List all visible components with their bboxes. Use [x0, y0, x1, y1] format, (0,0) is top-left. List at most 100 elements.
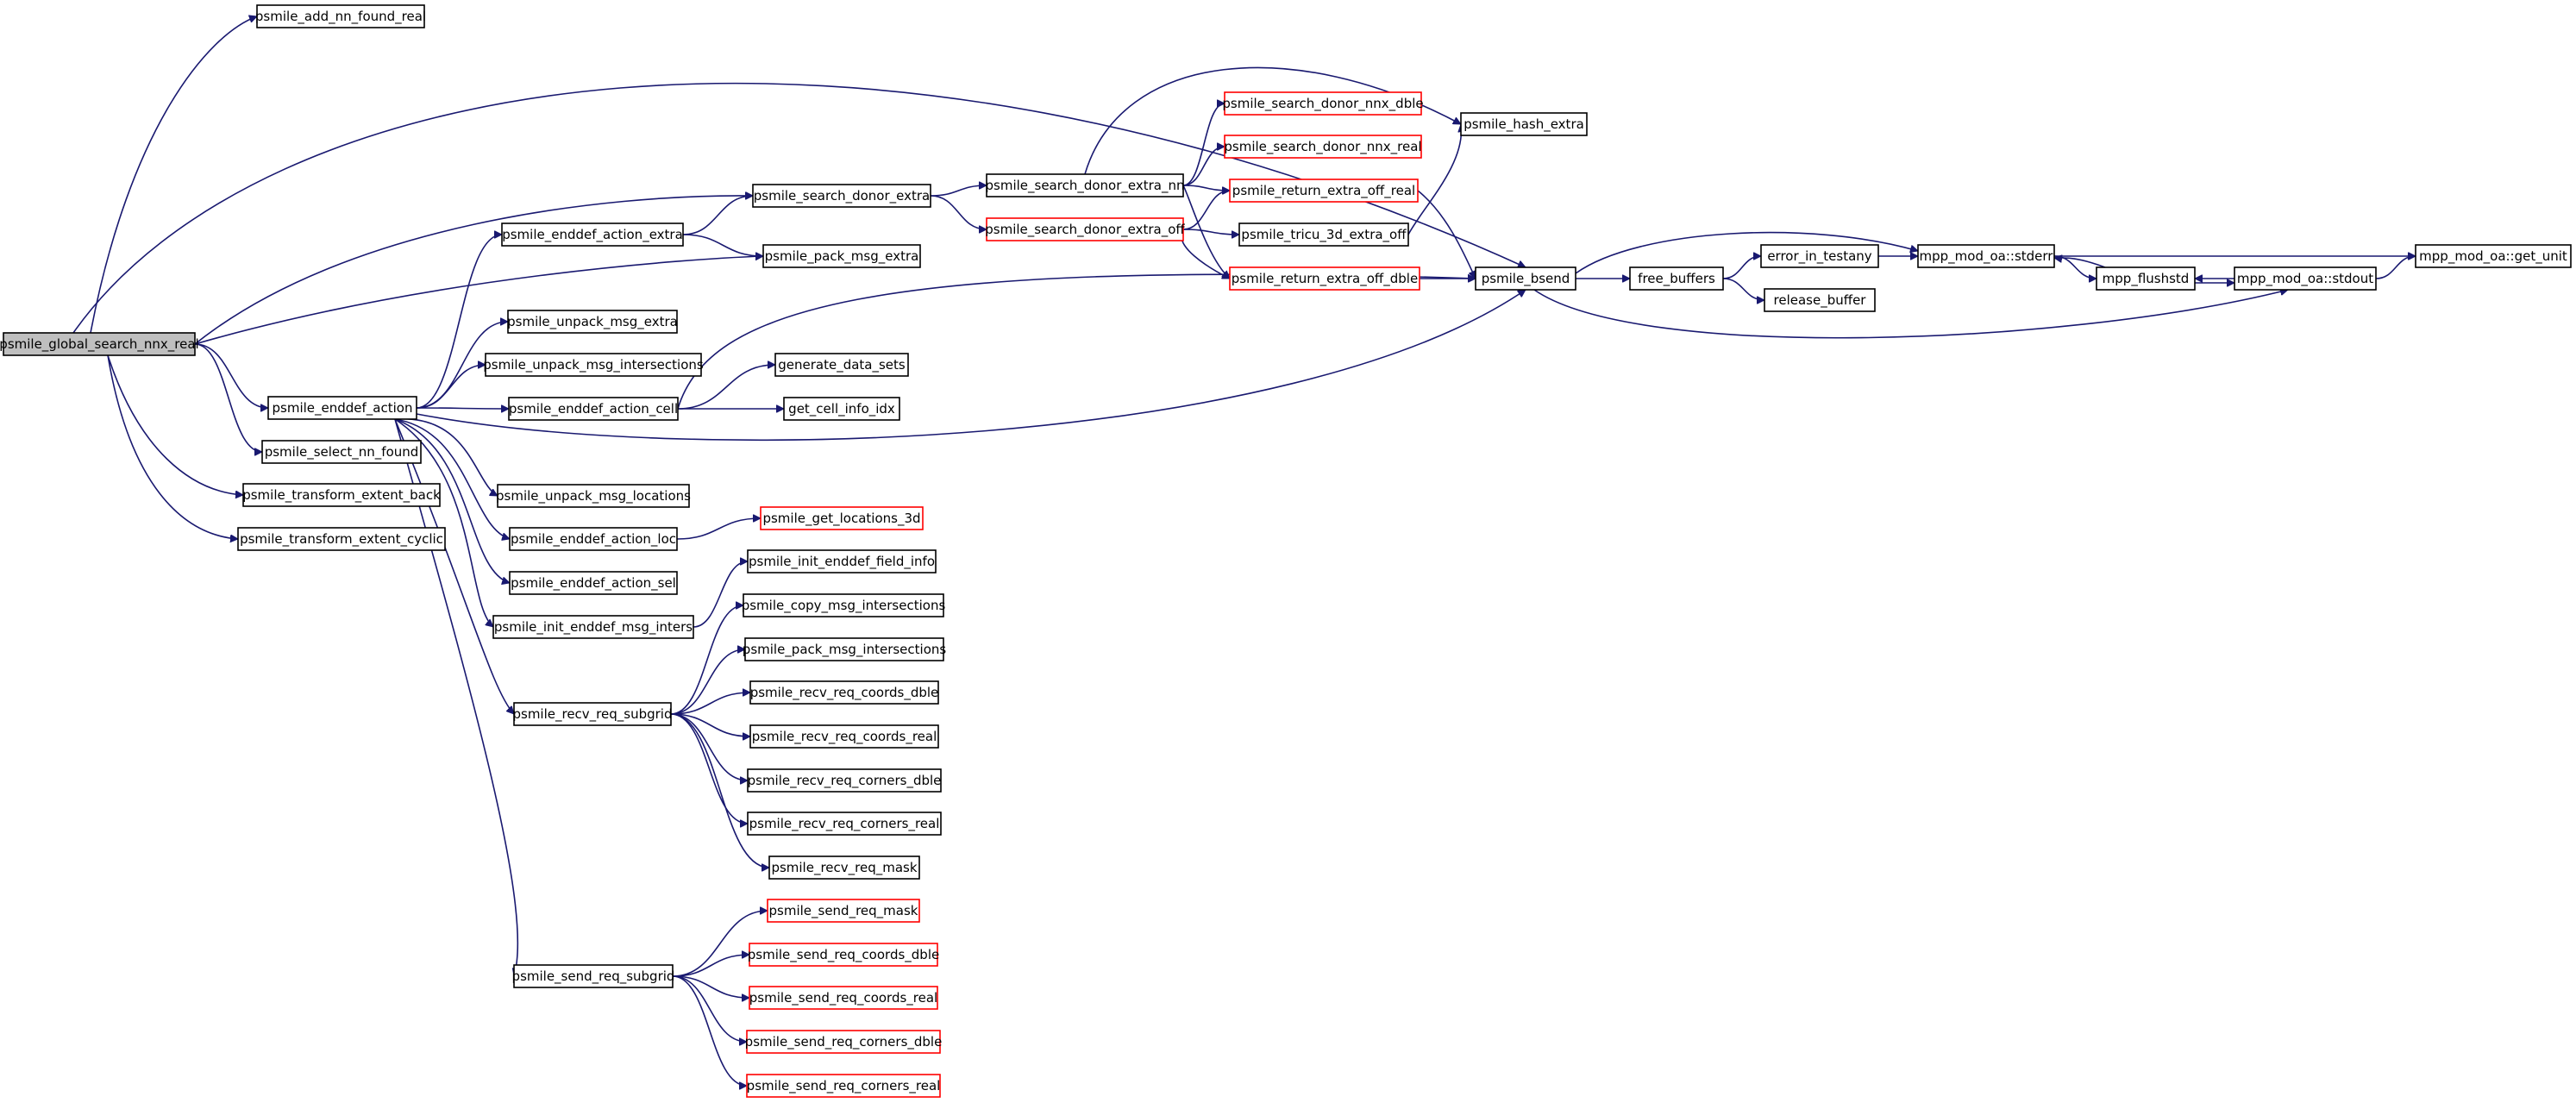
edge-send_req_subgrid-to-send_req_mask — [672, 911, 768, 977]
node-recv-req-subgrid[interactable]: psmile_recv_req_subgrid — [512, 702, 673, 726]
node-label: psmile_recv_req_coords_real — [752, 729, 937, 745]
node-search-donor-nnx-dble[interactable]: psmile_search_donor_nnx_dble — [1222, 91, 1424, 116]
node-box — [783, 397, 900, 421]
node-get-cell-info-idx[interactable]: get_cell_info_idx — [783, 397, 900, 421]
node-enddef-action-sel[interactable]: psmile_enddef_action_sel — [509, 571, 678, 595]
node-search-donor-extra[interactable]: psmile_search_donor_extra — [752, 184, 931, 208]
node-box — [1229, 179, 1419, 203]
edge-search_donor_extra_nn-to-return_extra_off_real — [1182, 185, 1230, 191]
node-box — [2096, 266, 2196, 291]
node-generate-data-sets[interactable]: generate_data_sets — [774, 353, 909, 377]
node-copy-msg-intersections[interactable]: psmile_copy_msg_intersections — [742, 593, 946, 617]
edge-enddef_action_cell-to-generate_data_sets — [677, 365, 775, 410]
node-release-buffer[interactable]: release_buffer — [1764, 288, 1876, 312]
node-get-unit[interactable]: mpp_mod_oa::get_unit — [2415, 244, 2572, 268]
edge-root-to-transform_extent_cyclic — [107, 354, 238, 539]
node-box — [986, 217, 1184, 241]
node-recv-req-coords-dble[interactable]: psmile_recv_req_coords_dble — [749, 680, 939, 705]
node-box — [513, 702, 672, 726]
node-box — [1229, 266, 1420, 291]
node-box — [2415, 244, 2572, 268]
node-transform-extent-back[interactable]: psmile_transform_extent_back — [242, 483, 441, 507]
edge-init_enddef_msg_inters-to-init_enddef_field_info — [693, 561, 749, 628]
edge-search_donor_extra_nn-to-search_donor_nnx_real — [1182, 147, 1225, 186]
edge-root-to-bsend — [72, 82, 1526, 334]
node-recv-req-corners-real[interactable]: psmile_recv_req_corners_real — [747, 812, 942, 836]
node-box — [509, 571, 678, 595]
node-enddef-action-extra[interactable]: psmile_enddef_action_extra — [501, 222, 684, 247]
node-stderr[interactable]: mpp_mod_oa::stderr — [1917, 244, 2055, 268]
edge-root-to-search_donor_extra — [194, 196, 753, 345]
node-send-req-coords-dble[interactable]: psmile_send_req_coords_dble — [748, 943, 939, 967]
edge-search_donor_extra-to-search_donor_extra_nn — [930, 185, 987, 197]
node-init-enddef-msg-inters[interactable]: psmile_init_enddef_msg_inters — [492, 615, 694, 639]
node-label: psmile_search_donor_extra_off — [985, 222, 1185, 238]
node-recv-req-coords-real[interactable]: psmile_recv_req_coords_real — [749, 724, 939, 749]
edge-recv_req_subgrid-to-recv_req_coords_dble — [670, 693, 750, 715]
node-unpack-msg-extra[interactable]: psmile_unpack_msg_extra — [507, 310, 678, 334]
node-label: psmile_global_search_nnx_real — [0, 336, 199, 353]
edge-enddef_action-to-unpack_msg_intersections — [416, 365, 486, 409]
node-enddef-action-loc[interactable]: psmile_enddef_action_loc — [509, 527, 678, 551]
edge-search_donor_extra_off-to-return_extra_off_real — [1182, 191, 1231, 230]
edge-enddef_action-to-enddef_action_cell — [416, 408, 509, 409]
node-unpack-msg-locations[interactable]: psmile_unpack_msg_locations — [496, 484, 691, 508]
node-add-nn-found-real[interactable]: psmile_add_nn_found_real — [255, 4, 426, 28]
edge-return_extra_off_real-to-bsend — [1417, 190, 1476, 279]
node-return-extra-off-dble[interactable]: psmile_return_extra_off_dble — [1229, 266, 1420, 291]
node-search-donor-extra-off[interactable]: psmile_search_donor_extra_off — [985, 217, 1185, 241]
node-root[interactable]: psmile_global_search_nnx_real — [0, 332, 199, 356]
node-label: psmile_return_extra_off_real — [1232, 183, 1415, 199]
node-send-req-mask[interactable]: psmile_send_req_mask — [767, 899, 920, 923]
node-return-extra-off-real[interactable]: psmile_return_extra_off_real — [1229, 179, 1419, 203]
node-transform-extent-cyclic[interactable]: psmile_transform_extent_cyclic — [237, 527, 446, 551]
edge-enddef_action_extra-to-pack_msg_extra — [682, 234, 763, 256]
node-label: psmile_unpack_msg_locations — [496, 488, 691, 504]
node-free-buffers[interactable]: free_buffers — [1629, 266, 1724, 291]
node-pack-msg-extra[interactable]: psmile_pack_msg_extra — [762, 244, 921, 268]
node-bsend[interactable]: psmile_bsend — [1475, 266, 1576, 291]
node-send-req-coords-real[interactable]: psmile_send_req_coords_real — [749, 986, 938, 1010]
node-box — [747, 768, 942, 793]
node-enddef-action[interactable]: psmile_enddef_action — [267, 396, 417, 420]
edge-recv_req_subgrid-to-recv_req_mask — [670, 713, 769, 868]
node-enddef-action-cell[interactable]: psmile_enddef_action_cell — [508, 397, 679, 421]
node-unpack-msg-intersections[interactable]: psmile_unpack_msg_intersections — [483, 353, 704, 377]
node-label: psmile_recv_req_corners_dble — [748, 773, 942, 789]
edge-search_donor_extra_nn-to-return_extra_off_dble — [1182, 185, 1230, 279]
node-box — [749, 986, 938, 1010]
node-label: psmile_send_req_mask — [769, 903, 918, 919]
edge-enddef_action-to-enddef_action_loc — [394, 418, 510, 539]
node-send-req-subgrid[interactable]: psmile_send_req_subgrid — [512, 964, 675, 988]
node-select-nn-found[interactable]: psmile_select_nn_found — [261, 440, 422, 464]
node-get-locations-3d[interactable]: psmile_get_locations_3d — [760, 506, 924, 530]
node-tricu-3d-extra-off[interactable]: psmile_tricu_3d_extra_off — [1238, 222, 1409, 247]
node-recv-req-corners-dble[interactable]: psmile_recv_req_corners_dble — [747, 768, 942, 793]
node-label: psmile_enddef_action_sel — [511, 575, 676, 592]
node-hash-extra[interactable]: psmile_hash_extra — [1460, 112, 1588, 136]
edge-enddef_action_cell-to-bsend — [677, 273, 1476, 410]
edge-enddef_action-to-enddef_action_extra — [416, 235, 503, 409]
node-stdout[interactable]: mpp_mod_oa::stdout — [2234, 266, 2377, 291]
edge-enddef_action_loc-to-get_locations_3d — [676, 518, 761, 540]
node-box — [1475, 266, 1576, 291]
node-search-donor-nnx-real[interactable]: psmile_search_donor_nnx_real — [1224, 135, 1422, 159]
node-error-in-testany[interactable]: error_in_testany — [1760, 244, 1879, 268]
edge-root-to-transform_extent_back — [107, 354, 243, 495]
node-send-req-corners-dble[interactable]: psmile_send_req_corners_dble — [745, 1030, 943, 1054]
node-label: psmile_enddef_action_cell — [509, 401, 678, 417]
node-box — [242, 483, 441, 507]
node-label: mpp_mod_oa::get_unit — [2419, 248, 2567, 265]
node-flushstd[interactable]: mpp_flushstd — [2096, 266, 2196, 291]
node-label: psmile_init_enddef_msg_inters — [494, 619, 693, 636]
node-recv-req-mask[interactable]: psmile_recv_req_mask — [768, 855, 920, 880]
node-label: psmile_return_extra_off_dble — [1232, 271, 1418, 287]
node-send-req-corners-real[interactable]: psmile_send_req_corners_real — [746, 1074, 941, 1098]
node-label: psmile_enddef_action — [273, 400, 413, 417]
node-box — [749, 680, 939, 705]
node-pack-msg-intersections[interactable]: psmile_pack_msg_intersections — [743, 637, 947, 661]
node-init-enddef-field-info[interactable]: psmile_init_enddef_field_info — [747, 549, 937, 573]
edge-flushstd-to-stderr — [2054, 258, 2106, 268]
node-search-donor-extra-nn[interactable]: psmile_search_donor_extra_nn — [986, 173, 1185, 197]
node-box — [746, 1030, 941, 1054]
